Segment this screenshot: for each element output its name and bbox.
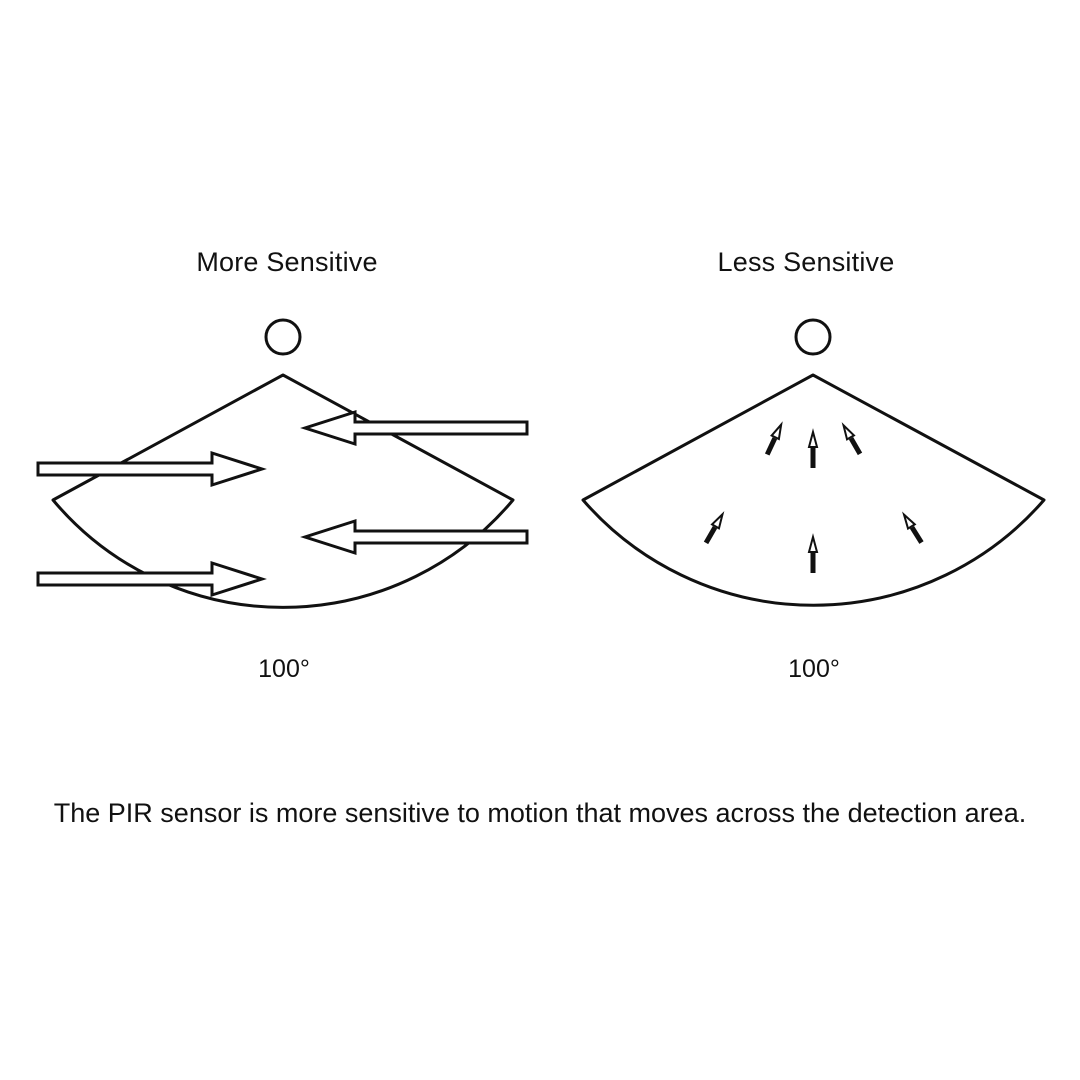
left-panel-graphic (36, 318, 529, 609)
motion-arrow-toward-3 (841, 422, 863, 456)
sensor-icon-right (794, 318, 832, 356)
motion-arrow-right-2 (36, 560, 267, 598)
motion-arrow-toward-1 (807, 428, 819, 468)
sensor-icon-left (264, 318, 302, 356)
angle-label-right: 100° (788, 655, 840, 683)
motion-arrow-toward-5 (807, 533, 819, 573)
detection-area-left (51, 373, 515, 609)
motion-arrow-toward-4 (703, 511, 725, 545)
motion-arrow-toward-2 (764, 421, 783, 456)
panel-title-less-sensitive: Less Sensitive (717, 247, 895, 277)
motion-arrow-right-1 (36, 450, 267, 488)
panel-title-more-sensitive: More Sensitive (196, 247, 378, 277)
detection-area-right (581, 373, 1046, 607)
right-panel-graphic (581, 318, 1046, 607)
motion-arrow-left-1 (300, 409, 529, 447)
motion-arrow-toward-6 (902, 511, 924, 544)
angle-label-left: 100° (258, 655, 310, 683)
motion-arrow-left-2 (300, 518, 529, 556)
diagram-caption: The PIR sensor is more sensitive to moti… (53, 798, 1027, 828)
